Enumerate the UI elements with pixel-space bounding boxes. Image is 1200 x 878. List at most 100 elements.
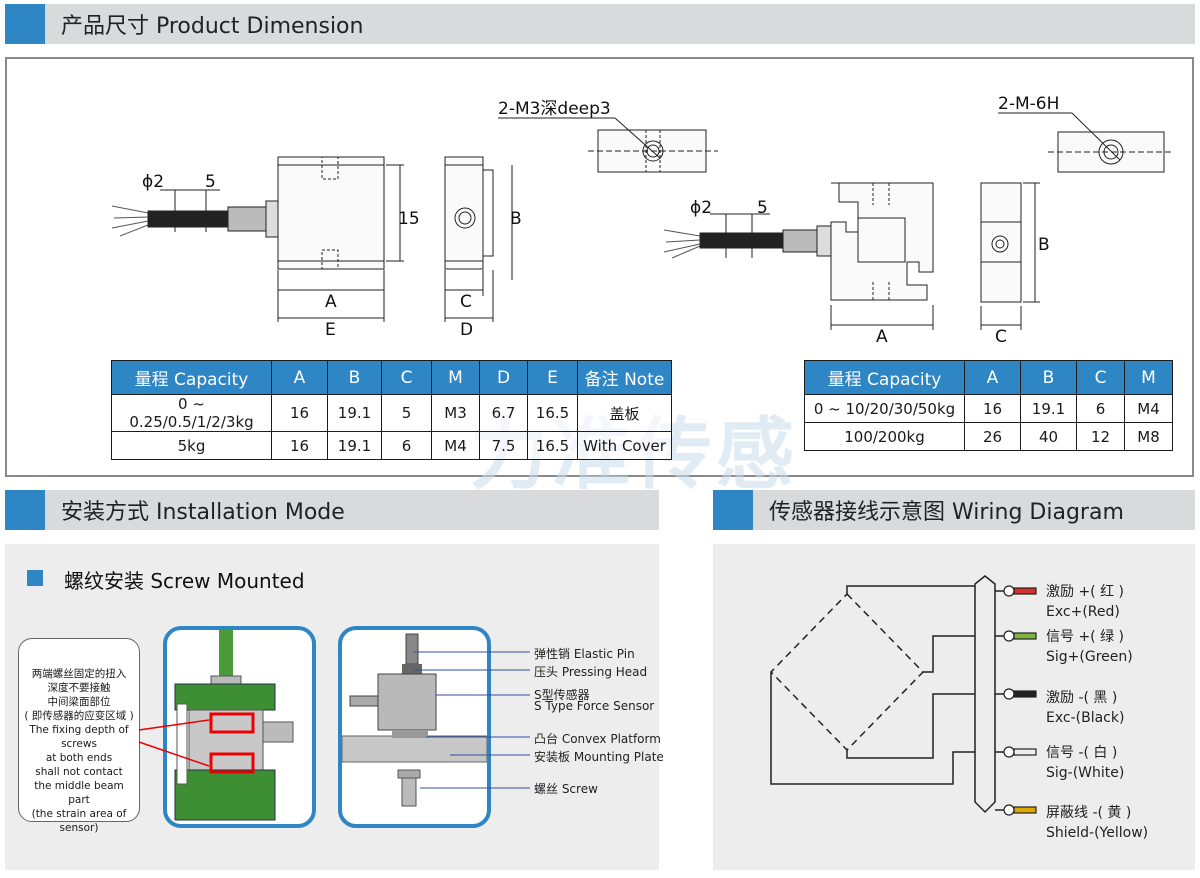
left-five-label: 5: [205, 172, 216, 192]
header-accent: [5, 4, 45, 44]
table-cell: M4: [431, 431, 480, 460]
table-cell: 6.7: [479, 394, 528, 432]
note-line: the middle beam part: [34, 780, 124, 806]
table-header-row: 量程 Capacity A B C M D E 备注 Note: [111, 360, 672, 395]
wire-label-cn: 信号 -( 白 ): [1046, 745, 1118, 761]
table-header: 量程 Capacity: [111, 360, 272, 395]
left-b-label: B: [510, 209, 522, 229]
right-c-label: C: [995, 327, 1007, 347]
table-header: 量程 Capacity: [804, 360, 965, 395]
section-header-dimension: 产品尺寸 Product Dimension: [5, 4, 1195, 44]
right-b-label: B: [1038, 235, 1050, 255]
table-cell: 19.1: [1020, 394, 1077, 423]
table-cell: M8: [1124, 422, 1173, 451]
note-line: 两端螺丝固定的扭入: [31, 668, 127, 680]
table-header: C: [1076, 360, 1125, 395]
wire-label-cn: 屏蔽线 -( 黄 ): [1046, 805, 1132, 821]
note-line: at both ends: [45, 752, 113, 764]
table-cell: 盖板: [577, 394, 672, 432]
wiring-panel: [713, 544, 1195, 870]
table-header: A: [964, 360, 1021, 395]
table-cell: 40: [1020, 422, 1077, 451]
section-title: 传感器接线示意图 Wiring Diagram: [769, 500, 1124, 525]
screw-mounted-title: 螺纹安装 Screw Mounted: [64, 569, 305, 593]
left-e-label: E: [325, 320, 336, 340]
table-cell: 6: [1076, 394, 1125, 423]
table-cell: M4: [1124, 394, 1173, 423]
table-cell: 16: [271, 431, 328, 460]
header-accent: [713, 490, 753, 530]
table-header: M: [431, 360, 480, 395]
mounted-sensor-illustration: [174, 630, 294, 821]
table-cell: 100/200kg: [804, 422, 965, 451]
right-a-label: A: [876, 327, 888, 347]
table-header: D: [479, 360, 528, 395]
left-front-view: [444, 156, 484, 270]
left-fifteen-label: 15: [398, 209, 420, 229]
table-cell: 19.1: [327, 431, 382, 460]
left-thread-label: 2-M3深deep3: [498, 99, 611, 119]
wire-sig-minus: 信号 -( 白 ) Sig-(White): [1046, 743, 1124, 783]
table-header: M: [1124, 360, 1173, 395]
table-header: B: [1020, 360, 1077, 395]
table-cell: 5: [381, 394, 432, 432]
note-line: ( 即传感器的应变区域 ): [24, 710, 134, 722]
note-line: The fixing depth of screws: [29, 724, 129, 750]
assembly-image: [338, 626, 491, 828]
table-header: B: [327, 360, 382, 395]
wire-shield: 屏蔽线 -( 黄 ) Shield-(Yellow): [1046, 803, 1148, 843]
table-header: E: [527, 360, 578, 395]
table-cell: 12: [1076, 422, 1125, 451]
wire-label-cn: 激励 +( 红 ): [1046, 584, 1125, 600]
right-five-label: 5: [757, 198, 768, 218]
table-cell: 19.1: [327, 394, 382, 432]
note-line: shall not contact: [35, 766, 123, 778]
table-header-row: 量程 Capacity A B C M: [804, 360, 1173, 395]
table-cell: 6: [381, 431, 432, 460]
table-header: C: [381, 360, 432, 395]
mounted-sensor-image: [163, 626, 316, 828]
left-c-label: C: [460, 292, 472, 312]
table-header: A: [271, 360, 328, 395]
table-cell: 16.5: [527, 394, 578, 432]
section-title: 产品尺寸 Product Dimension: [61, 14, 364, 39]
table-cell: With Cover: [577, 431, 672, 460]
left-sensor-block: [277, 156, 385, 270]
callout-elastic-pin: 弹性销 Elastic Pin: [534, 647, 635, 661]
table-cell: 26: [964, 422, 1021, 451]
table-cell: 16: [964, 394, 1021, 423]
table-cell: 0 ~ 0.25/0.5/1/2/3kg: [111, 394, 272, 432]
right-front-view: [980, 182, 1022, 303]
wire-label-en: Exc+(Red): [1046, 604, 1120, 620]
callout-pressing-head: 压头 Pressing Head: [534, 665, 648, 679]
wiring-diagram: [769, 575, 1037, 816]
spec-table-left: 量程 Capacity A B C M D E 备注 Note 0 ~ 0.25…: [111, 360, 672, 460]
note-line: (the strain area of sensor): [31, 808, 127, 834]
wire-label-en: Sig+(Green): [1046, 649, 1133, 665]
right-phi-label: ϕ2: [690, 198, 713, 218]
note-arrows: [138, 719, 210, 767]
header-accent: [5, 490, 45, 530]
callout-screw: 螺丝 Screw: [534, 782, 598, 796]
bullet-square-icon: [27, 570, 43, 586]
table-row: 100/200kg 26 40 12 M8: [804, 422, 1173, 451]
table-cell: 16.5: [527, 431, 578, 460]
table-row: 5kg 16 19.1 6 M4 7.5 16.5 With Cover: [111, 431, 672, 460]
assembly-illustration: [342, 633, 487, 807]
table-row: 0 ~ 10/20/30/50kg 16 19.1 6 M4: [804, 394, 1173, 423]
callout-s-sensor-en: S Type Force Sensor: [534, 699, 655, 713]
callout-mounting-plate: 安装板 Mounting Plate: [534, 750, 664, 764]
wire-label-cn: 信号 +( 绿 ): [1046, 629, 1125, 645]
note-line: 深度不要接触: [47, 682, 111, 694]
left-a-label: A: [325, 292, 337, 312]
right-thread-label: 2-M-6H: [998, 94, 1060, 114]
table-cell: 0 ~ 10/20/30/50kg: [804, 394, 965, 423]
callout-lines: [414, 651, 530, 789]
table-cell: 5kg: [111, 431, 272, 460]
table-cell: 16: [271, 394, 328, 432]
s-type-body: [830, 182, 934, 301]
left-phi-label: ϕ2: [142, 172, 165, 192]
wire-label-cn: 激励 -( 黑 ): [1046, 690, 1118, 706]
wire-label-en: Sig-(White): [1046, 765, 1125, 781]
callout-s-sensor-cn: S型传感器: [534, 688, 590, 702]
